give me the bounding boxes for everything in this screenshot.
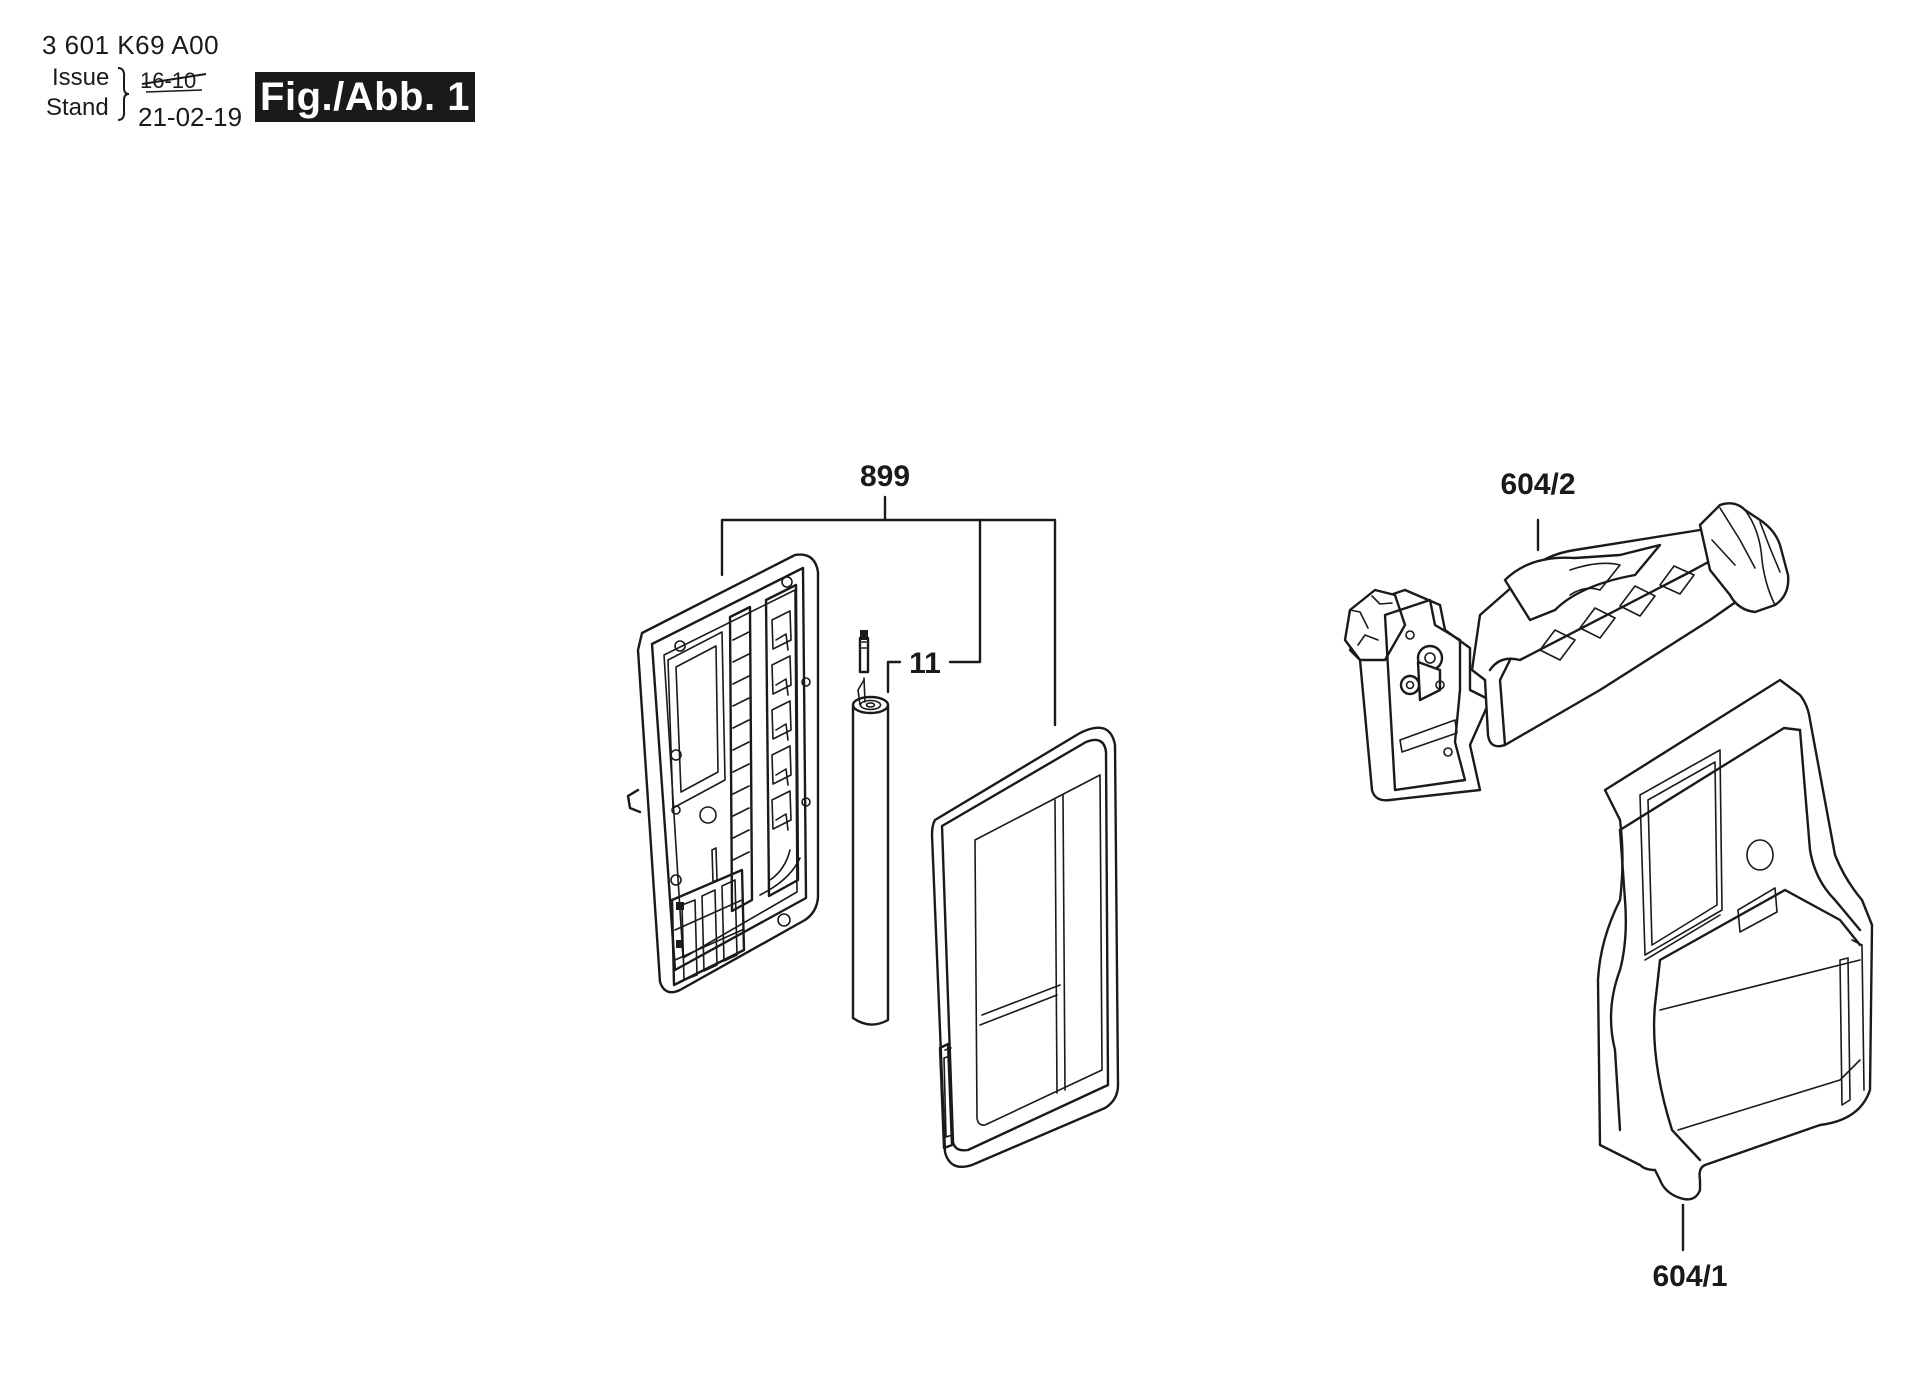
callout-604-2: 604/2 — [1500, 468, 1575, 501]
battery-part — [851, 630, 890, 1026]
figure-badge: Fig./Abb. 1 — [255, 72, 475, 122]
latch-column — [764, 583, 800, 898]
brace-icon — [117, 67, 130, 121]
issue-label: Issue — [52, 64, 110, 91]
contact-strip — [728, 605, 754, 913]
holder-604-1-part — [1596, 678, 1874, 1201]
current-issue-date: 21-02-19 — [138, 102, 243, 132]
part-number: 3 601 K69 A00 — [42, 30, 220, 60]
callout-899: 899 — [860, 460, 910, 493]
bracket-604-2-part — [1343, 502, 1790, 802]
housing-base-part — [626, 553, 820, 994]
leader-lines — [720, 495, 1685, 1252]
screw-holes — [670, 576, 811, 927]
callout-11: 11 — [909, 647, 941, 680]
battery-terminals — [670, 868, 746, 987]
front-cover-part — [930, 726, 1120, 1169]
stand-label: Stand — [46, 94, 109, 121]
callout-604-1: 604/1 — [1652, 1260, 1727, 1293]
document-header: 3 601 K69 A00 Issue Stand 16-10 21-02-19… — [0, 0, 520, 140]
strikethrough-mark — [141, 73, 207, 93]
